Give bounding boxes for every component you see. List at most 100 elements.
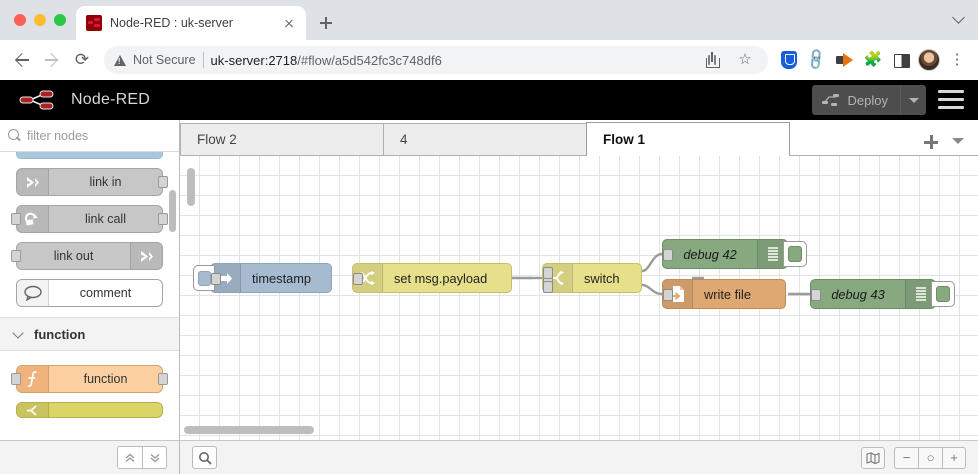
reload-icon[interactable]: ⟳	[74, 50, 90, 69]
zoom-out-button[interactable]: −	[894, 446, 918, 469]
palette-category-function[interactable]: function	[0, 317, 179, 351]
flow-canvas[interactable]: timestamp set msg.payload switch	[180, 156, 978, 440]
canvas-vertical-scrollbar[interactable]	[187, 168, 195, 206]
filter-nodes-input[interactable]: filter nodes	[27, 128, 89, 143]
back-arrow-icon[interactable]	[8, 46, 36, 74]
output-port[interactable]	[158, 176, 168, 188]
palette-node-link-out[interactable]: link out	[11, 242, 163, 270]
output-port[interactable]	[353, 273, 363, 285]
palette-node-link-call[interactable]: link call	[11, 205, 168, 233]
app-header: Node-RED Deploy	[0, 80, 978, 120]
hamburger-menu-icon[interactable]	[938, 90, 964, 110]
window-minimize-button[interactable]	[34, 14, 46, 26]
browser-menu-icon[interactable]: ⋮	[949, 51, 965, 68]
palette-node-function[interactable]: function	[11, 365, 168, 393]
browser-tabstrip: Node-RED : uk-server	[0, 0, 978, 40]
link-in-icon	[17, 169, 49, 195]
avatar[interactable]	[916, 47, 942, 73]
bookmark-star-icon[interactable]: ☆	[738, 51, 752, 68]
chevron-down-icon	[14, 329, 24, 339]
search-icon	[8, 129, 21, 142]
window-close-button[interactable]	[14, 14, 26, 26]
megaphone-icon[interactable]	[832, 47, 858, 73]
palette-scrollbar[interactable]	[169, 190, 176, 232]
forward-arrow-icon[interactable]	[38, 46, 66, 74]
flow-node-debug-42[interactable]: debug 42	[662, 239, 807, 269]
flow-tab-label: Flow 1	[603, 131, 646, 147]
debug-lines-icon	[757, 240, 787, 268]
input-port[interactable]	[811, 289, 821, 301]
flow-tab-flow-2[interactable]: Flow 2	[180, 123, 384, 155]
palette-footer	[0, 440, 179, 474]
flow-tabs: Flow 2 4 Flow 1	[180, 120, 978, 156]
add-flow-icon[interactable]	[924, 135, 938, 149]
node-red-logo-icon	[18, 88, 62, 112]
output-port[interactable]	[543, 267, 553, 279]
palette-node-label: link in	[89, 175, 122, 189]
debug-enable-button[interactable]	[783, 241, 807, 267]
browser-tab[interactable]: Node-RED : uk-server	[76, 6, 306, 40]
palette-node-label: link call	[85, 212, 126, 226]
palette-node-partial-bottom[interactable]	[16, 402, 163, 418]
zoom-controls: − ○ +	[894, 446, 966, 469]
window-maximize-button[interactable]	[54, 14, 66, 26]
node-palette: filter nodes link in link call	[0, 120, 180, 474]
navigator-map-icon[interactable]	[861, 446, 885, 469]
url-path: /#flow/a5d542fc3c748df6	[297, 52, 442, 68]
workspace: Flow 2 4 Flow 1	[180, 120, 978, 474]
canvas-view-controls: − ○ +	[861, 446, 966, 469]
deploy-dropdown-button[interactable]	[900, 85, 926, 115]
palette-node-comment[interactable]: comment	[16, 279, 163, 307]
debug-lines-icon	[905, 280, 935, 308]
flow-node-change[interactable]: set msg.payload	[352, 263, 512, 293]
input-port[interactable]	[11, 213, 21, 225]
output-port[interactable]	[158, 373, 168, 385]
palette-node-partial-top[interactable]	[16, 152, 163, 159]
bitwarden-icon[interactable]	[776, 47, 802, 73]
flow-node-label: set msg.payload	[394, 270, 488, 286]
input-port[interactable]	[663, 249, 673, 261]
flow-node-inject[interactable]: timestamp	[193, 263, 332, 293]
collapse-all-button[interactable]	[117, 446, 142, 469]
deploy-label: Deploy	[847, 92, 888, 108]
expand-all-button[interactable]	[142, 446, 167, 469]
input-port[interactable]	[11, 250, 21, 262]
zoom-reset-button[interactable]: ○	[918, 446, 942, 469]
input-port[interactable]	[11, 373, 21, 385]
address-bar[interactable]: Not Secure uk-server:2718/#flow/a5d542fc…	[104, 46, 768, 74]
puzzle-icon[interactable]: 🧩	[863, 51, 883, 68]
deploy-control: Deploy	[811, 85, 926, 115]
window-controls	[10, 0, 76, 40]
flow-list-chevron-icon[interactable]	[952, 138, 964, 146]
main-area: filter nodes link in link call	[0, 120, 978, 474]
new-tab-button[interactable]	[312, 9, 340, 37]
output-port[interactable]	[158, 213, 168, 225]
share-icon[interactable]	[699, 47, 725, 73]
output-port[interactable]	[663, 289, 673, 301]
comment-icon	[17, 280, 49, 306]
flow-tab-flow-1[interactable]: Flow 1	[586, 122, 790, 156]
side-panel-icon[interactable]	[888, 47, 914, 73]
zoom-in-button[interactable]: +	[942, 446, 966, 469]
node-red-favicon-icon	[86, 15, 102, 31]
flow-node-switch[interactable]: switch	[542, 263, 642, 293]
flow-node-debug-43[interactable]: debug 43	[810, 279, 955, 309]
debug-enable-button[interactable]	[931, 281, 955, 307]
close-icon[interactable]	[280, 14, 298, 32]
chevron-down-icon[interactable]	[954, 12, 966, 24]
palette-node-link-in[interactable]: link in	[16, 168, 168, 196]
canvas-footer: − ○ +	[180, 440, 978, 474]
output-port[interactable]	[211, 273, 221, 285]
flow-tab-4[interactable]: 4	[383, 123, 587, 155]
search-flows-button[interactable]	[192, 446, 217, 469]
palette-node-label: link out	[53, 249, 94, 263]
app-logo[interactable]: Node-RED	[18, 88, 150, 112]
canvas-horizontal-scrollbar[interactable]	[184, 426, 314, 434]
link-icon[interactable]: 🔗	[804, 47, 830, 73]
output-port[interactable]	[543, 281, 553, 293]
browser-toolbar: ⟳ Not Secure uk-server:2718/#flow/a5d542…	[0, 40, 978, 80]
palette-filter[interactable]: filter nodes	[0, 120, 179, 152]
deploy-button[interactable]: Deploy	[811, 85, 900, 115]
flow-node-write-file[interactable]: write file	[662, 279, 786, 309]
palette-category-label: function	[34, 326, 86, 342]
